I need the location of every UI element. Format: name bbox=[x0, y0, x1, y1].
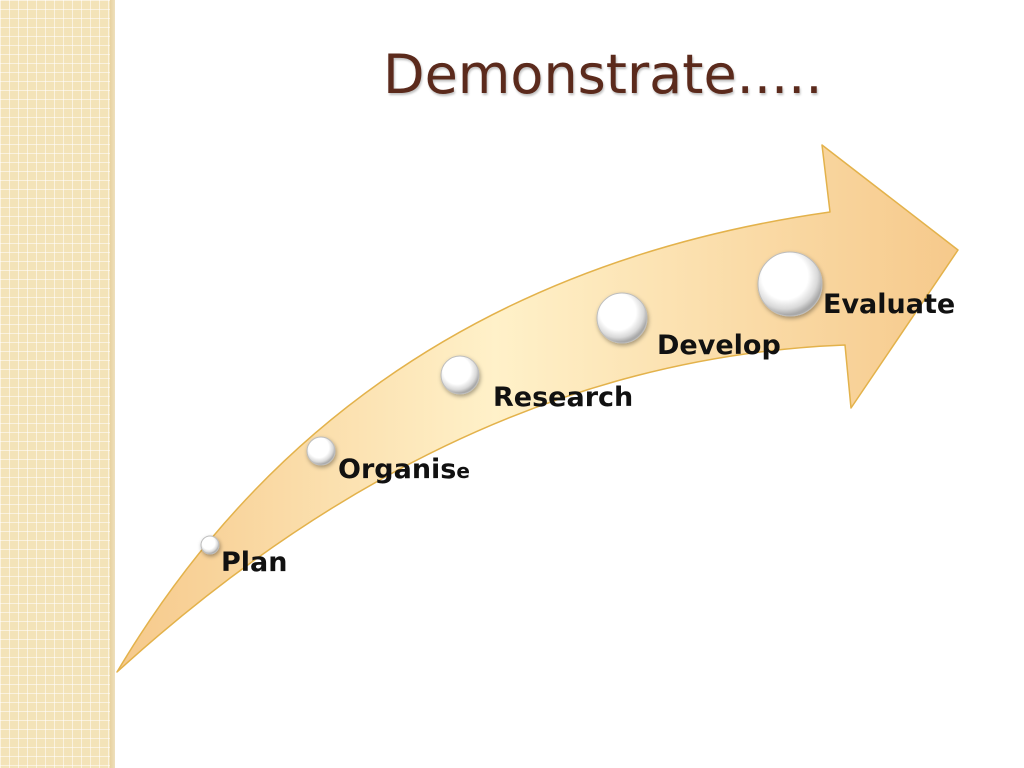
step-label-evaluate: Evaluate bbox=[823, 289, 956, 320]
milestone-dot-research bbox=[440, 355, 480, 395]
milestone-dot-develop bbox=[596, 292, 648, 344]
milestone-dot-organise bbox=[306, 436, 336, 466]
curved-arrow-shape bbox=[116, 144, 959, 673]
slide-title: Demonstrate..... bbox=[383, 43, 823, 106]
step-label-develop: Develop bbox=[657, 330, 781, 361]
side-strip-edge bbox=[110, 0, 115, 768]
decorative-side-strip bbox=[0, 0, 110, 768]
step-label-plan: Plan bbox=[221, 547, 288, 578]
milestone-dot-plan bbox=[200, 535, 220, 555]
step-label-organise: Organise bbox=[338, 454, 470, 485]
milestone-dot-evaluate bbox=[757, 251, 823, 317]
step-label-research: Research bbox=[493, 382, 634, 413]
